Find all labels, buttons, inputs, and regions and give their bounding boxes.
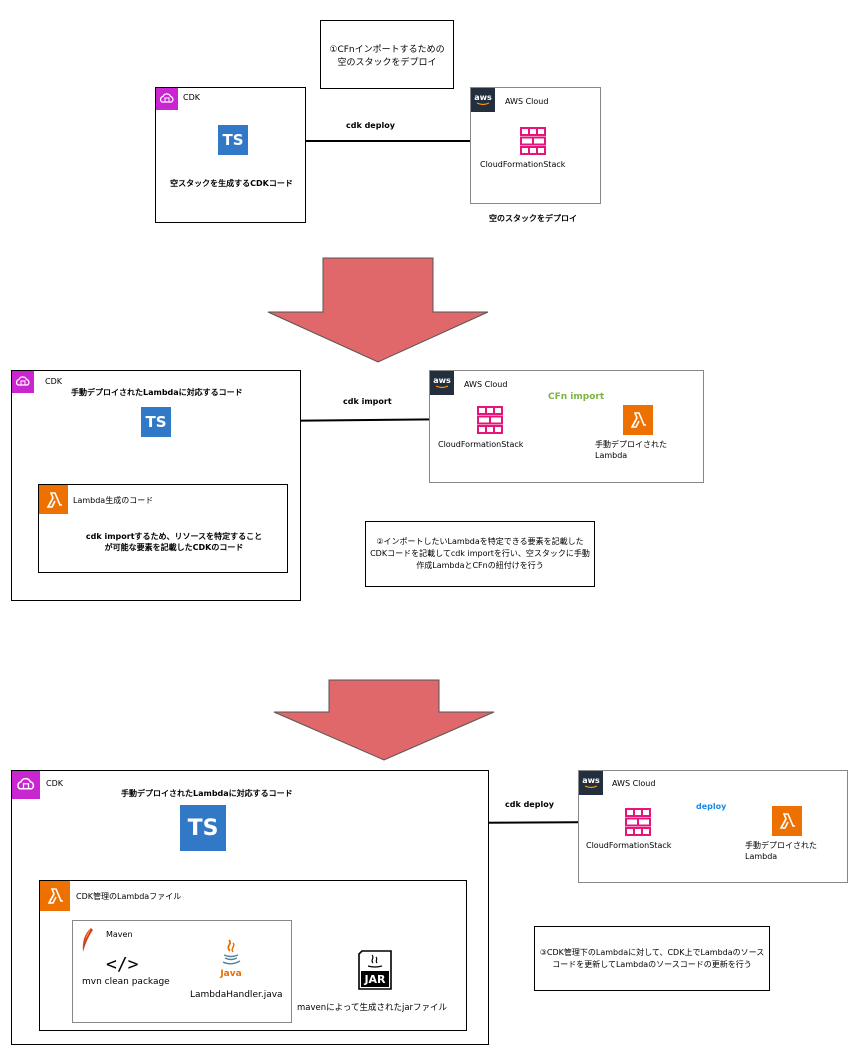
cdk-icon	[12, 771, 40, 799]
step2-lambda-label: 手動デプロイされたLambda	[595, 440, 667, 460]
step3-aws-container: aws AWS Cloud deploy CloudFormationStack…	[578, 770, 848, 883]
jar-icon: JAR	[358, 950, 392, 990]
maven-box: Maven </> mvn clean package Java LambdaH…	[72, 920, 292, 1023]
step1-aws-label: AWS Cloud	[505, 97, 549, 106]
step2-arrow-label: cdk import	[343, 397, 392, 406]
step2-note-text: ②インポートしたいLambdaを特定できる要素を記載したCDKコードを記載してc…	[370, 537, 590, 570]
step3-aws-label: AWS Cloud	[612, 779, 656, 788]
step1-below-label: 空のスタックをデプロイ	[489, 214, 577, 223]
lambda-icon	[39, 485, 68, 514]
typescript-icon: TS	[218, 125, 248, 155]
big-down-arrow-1	[267, 257, 489, 363]
step3-deploy-label: deploy	[696, 802, 727, 811]
lambda-icon	[772, 806, 802, 836]
step3-note-box: ③CDK管理下のLambdaに対して、CDK上でLambdaのソースコードを更新…	[534, 926, 770, 991]
step3-arrow-label: cdk deploy	[505, 800, 554, 809]
step2-note-box: ②インポートしたいLambdaを特定できる要素を記載したCDKコードを記載してc…	[365, 521, 595, 587]
mvn-command: mvn clean package	[82, 977, 170, 987]
step3-lambda-box-label: CDK管理のLambdaファイル	[76, 892, 182, 901]
java-file-label: LambdaHandler.java	[190, 990, 283, 1000]
step1-stack-label: CloudFormationStack	[480, 160, 566, 169]
big-down-arrow-2	[273, 679, 495, 761]
step1-cdk-container: CDK TS 空スタックを生成するCDKコード	[155, 87, 306, 223]
step1-note-text: ①CFnインポートするための空のスタックをデプロイ	[329, 44, 445, 68]
step1-cdk-label: CDK	[183, 93, 200, 102]
step1-arrow-label: cdk deploy	[346, 121, 395, 130]
code-brackets-icon: </>	[106, 954, 139, 975]
aws-logo-icon: aws	[471, 88, 495, 112]
cdk-icon	[12, 371, 34, 393]
step2-title: 手動デプロイされたLambdaに対応するコード	[71, 388, 243, 397]
step2-cfn-import-label: CFn import	[548, 392, 605, 402]
lambda-icon	[40, 881, 70, 911]
cdk-icon	[156, 88, 178, 110]
maven-label: Maven	[106, 930, 133, 939]
step3-cdk-label: CDK	[46, 779, 63, 788]
step2-lambda-box-label: Lambda生成のコード	[73, 496, 154, 505]
step1-note-box: ①CFnインポートするための空のスタックをデプロイ	[320, 20, 454, 89]
step2-aws-label: AWS Cloud	[464, 380, 508, 389]
step2-lambda-code-box: Lambda生成のコード cdk importするため、リソースを特定することが…	[38, 484, 288, 573]
step1-aws-container: aws AWS Cloud CloudFormationStack	[470, 87, 601, 204]
step2-aws-container: aws AWS Cloud CFn import CloudFormationS…	[429, 370, 704, 483]
lambda-icon	[623, 405, 653, 435]
aws-logo-icon: aws	[579, 771, 603, 795]
typescript-icon: TS	[141, 407, 171, 437]
step3-note-text: ③CDK管理下のLambdaに対して、CDK上でLambdaのソースコードを更新…	[539, 947, 765, 969]
step2-cdk-label: CDK	[45, 377, 62, 386]
java-icon: Java	[216, 938, 246, 979]
step2-lambda-caption: cdk importするため、リソースを特定することが可能な要素を記載したCDK…	[85, 532, 263, 552]
typescript-icon: TS	[180, 805, 226, 851]
step3-lambda-label: 手動デプロイされたLambda	[745, 841, 817, 861]
jar-caption: mavenによって生成されたjarファイル	[297, 1003, 448, 1013]
cloudformation-stack-icon	[520, 127, 546, 155]
step3-title: 手動デプロイされたLambdaに対応するコード	[121, 789, 293, 798]
maven-feather-icon	[82, 928, 93, 952]
cloudformation-stack-icon	[625, 808, 651, 836]
aws-logo-icon: aws	[430, 371, 454, 395]
step2-stack-label: CloudFormationStack	[438, 440, 524, 449]
step1-cdk-caption: 空スタックを生成するCDKコード	[170, 179, 293, 188]
cloudformation-stack-icon	[477, 406, 503, 434]
step3-stack-label: CloudFormationStack	[586, 841, 672, 850]
